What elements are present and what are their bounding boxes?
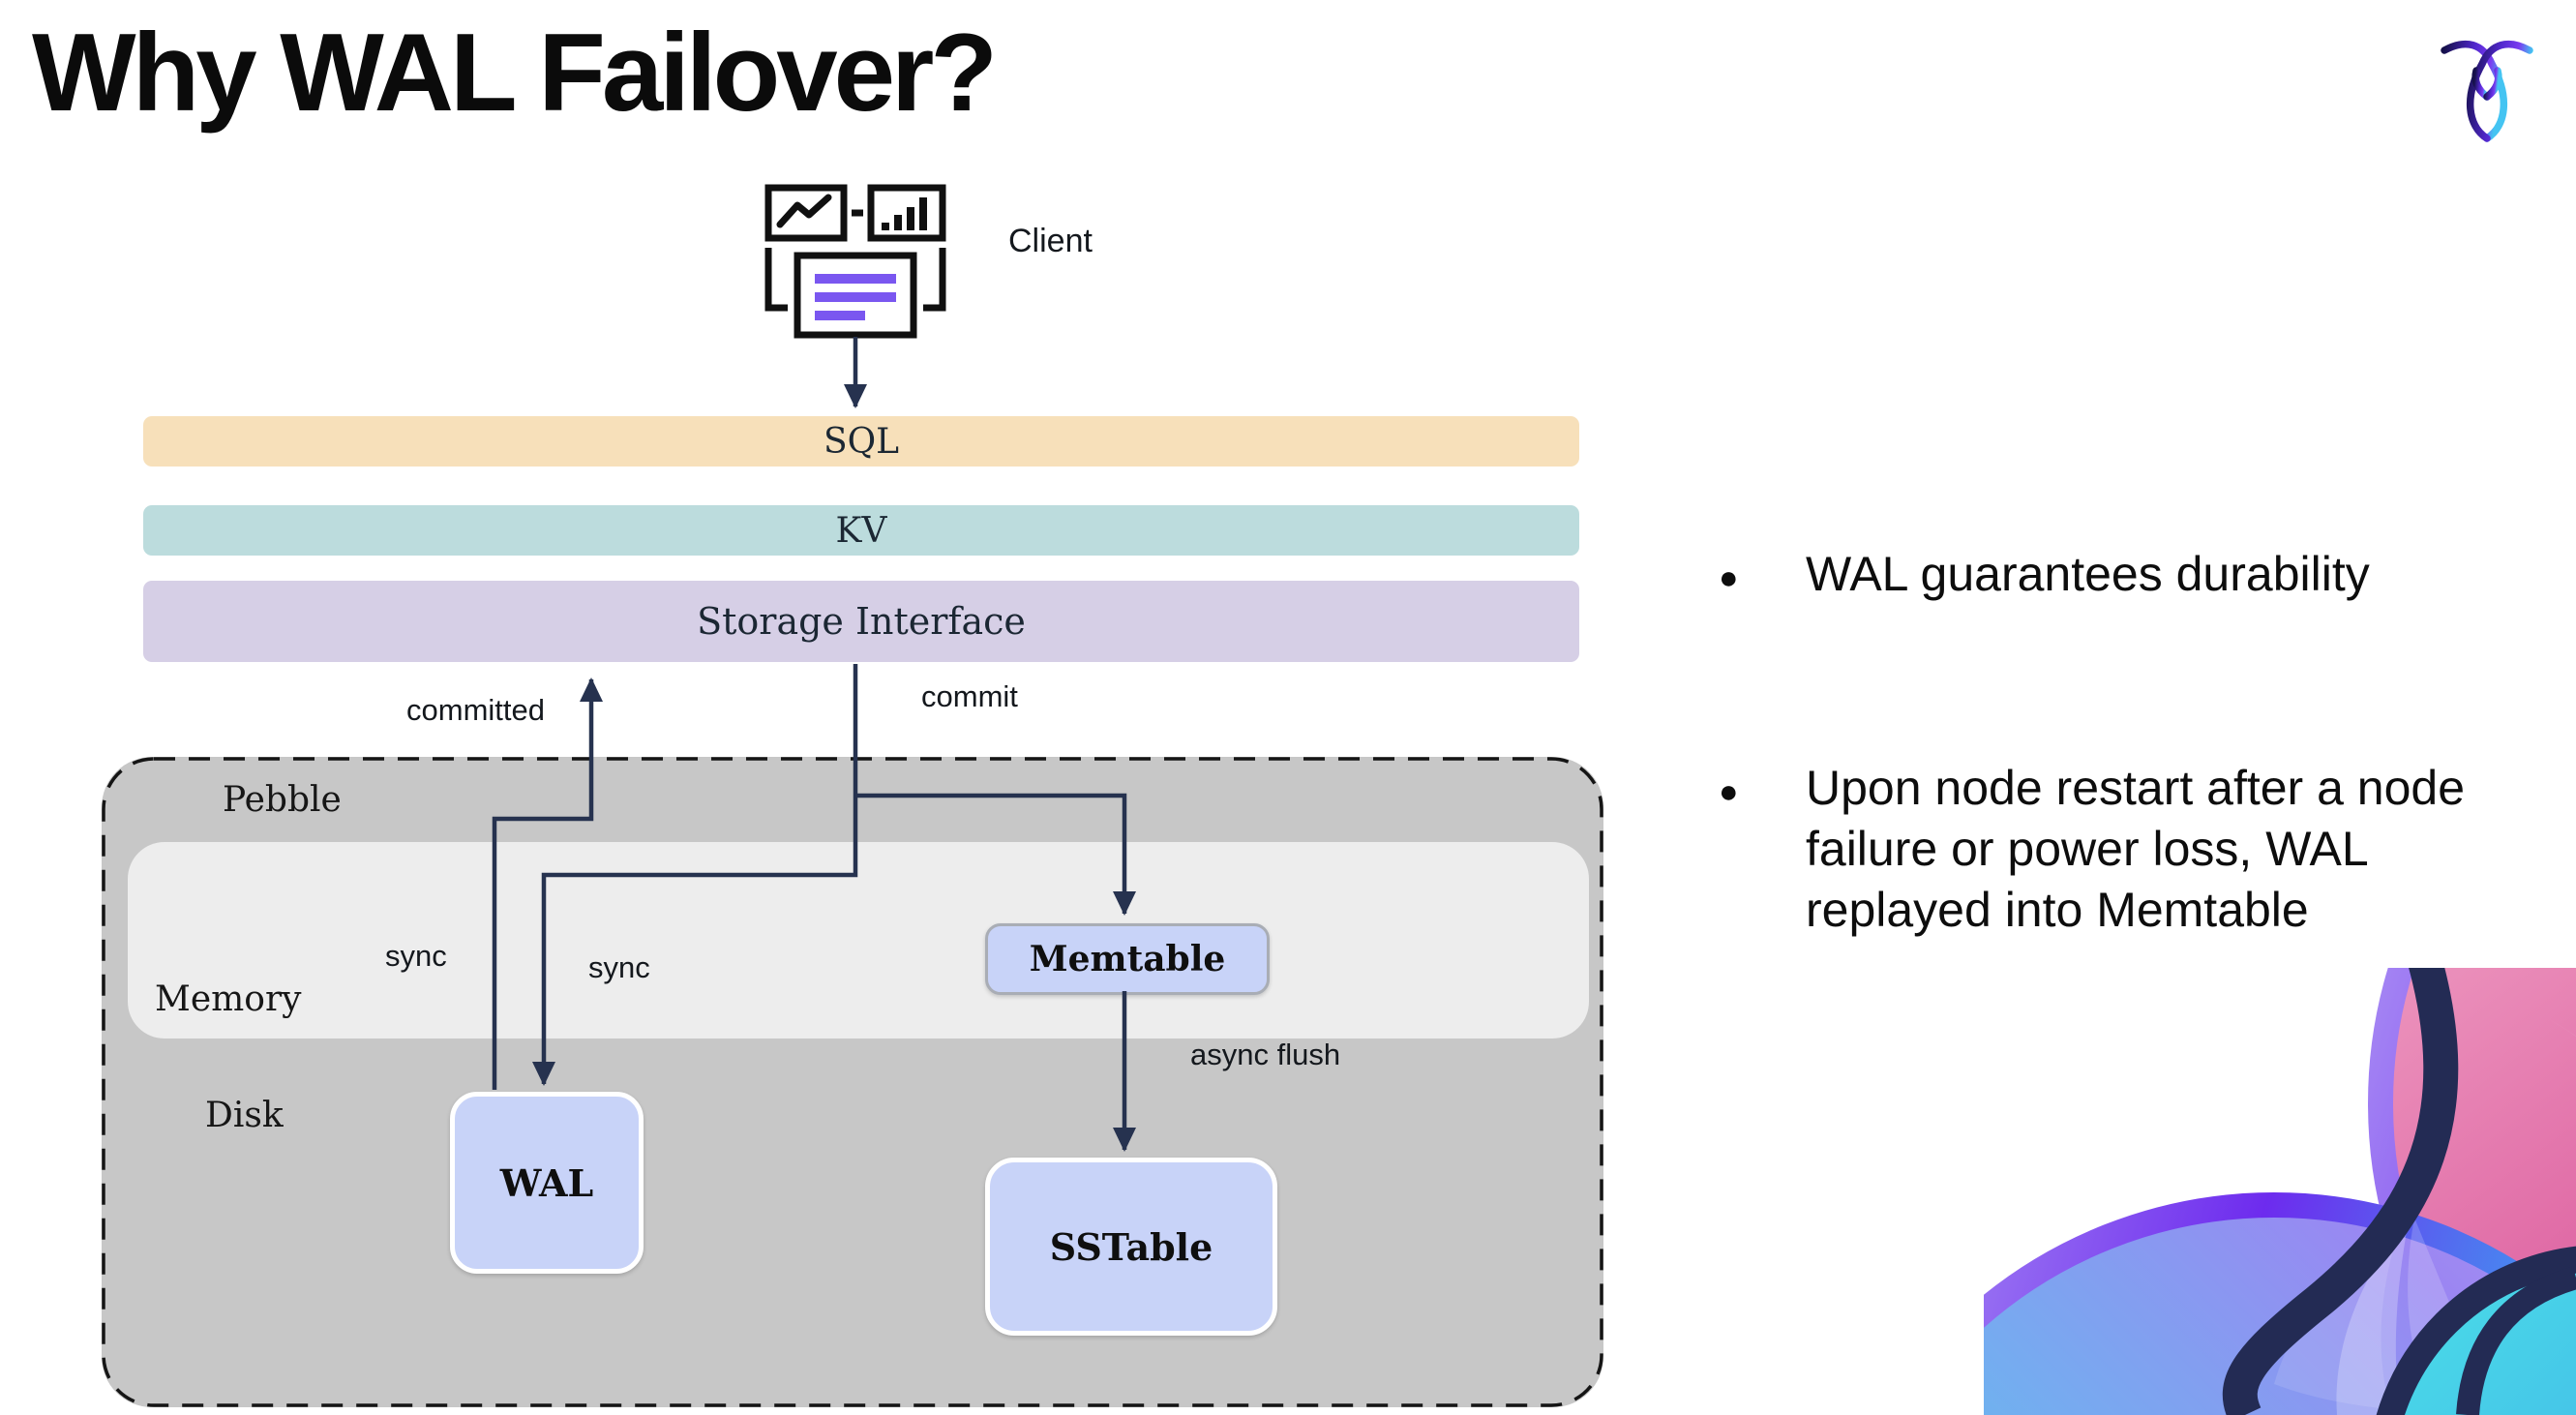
client-label: Client [1008, 223, 1093, 259]
bullet-item: WAL guarantees durability [1713, 544, 2495, 609]
async-flush-label: async flush [1190, 1038, 1341, 1071]
sync-wal-ack-label: sync [385, 939, 447, 973]
sstable-label: SSTable [1049, 1224, 1213, 1269]
layer-kv: KV [143, 505, 1579, 556]
cockroachdb-logo-icon [2441, 40, 2533, 142]
sstable-box: SSTable [985, 1158, 1277, 1336]
memory-band [128, 842, 1589, 1039]
bullet-text: Upon node restart after a node failure o… [1806, 761, 2466, 937]
pebble-label: Pebble [223, 780, 342, 820]
memtable-box: Memtable [985, 923, 1270, 995]
layer-sql-label: SQL [823, 421, 900, 462]
sync-wal-write-label: sync [588, 950, 650, 984]
committed-label: committed [406, 693, 545, 727]
wal-label: WAL [499, 1160, 594, 1205]
memtable-label: Memtable [1029, 939, 1226, 979]
pebble-container [102, 757, 1603, 1407]
bullet-item: Upon node restart after a node failure o… [1713, 758, 2495, 941]
bullet-text: WAL guarantees durability [1806, 547, 2370, 601]
layer-kv-label: KV [835, 510, 887, 551]
memory-label: Memory [155, 979, 302, 1019]
layer-storage-interface: Storage Interface [143, 581, 1579, 662]
wal-box: WAL [450, 1092, 644, 1274]
layer-storage-interface-label: Storage Interface [697, 600, 1026, 643]
page-title: Why WAL Failover? [32, 12, 998, 135]
bullet-list: WAL guarantees durability Upon node rest… [1713, 544, 2535, 1094]
commit-label: commit [921, 679, 1018, 713]
disk-label: Disk [205, 1096, 284, 1135]
layer-sql: SQL [143, 416, 1579, 467]
client-workstation-icon [764, 184, 946, 339]
